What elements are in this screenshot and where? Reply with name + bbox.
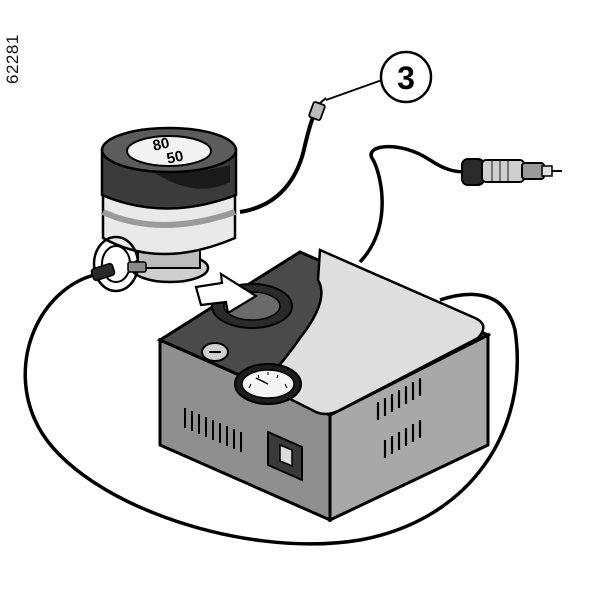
power-cord [358,144,467,264]
side-vent [376,378,422,458]
cap-marking-bottom: 50 [165,148,185,168]
inflation-hose [239,110,318,214]
pressure-gauge [234,363,302,405]
callout-3: 3 [325,50,433,104]
hose-cable [23,273,520,546]
callout-leader-line [325,79,383,101]
side-switch [267,430,303,482]
cap-marking-top: 80 [151,135,171,155]
insertion-arrow [194,271,259,315]
front-vent [184,408,242,452]
callout-number: 3 [397,60,415,96]
hose-connector [90,235,147,293]
callout-circle [379,50,433,104]
valve-adaptor [308,97,327,121]
bottle-cap-dial [126,135,212,167]
cigarette-lighter-plug [461,158,562,186]
sealant-bottle: 80 50 [100,126,238,284]
